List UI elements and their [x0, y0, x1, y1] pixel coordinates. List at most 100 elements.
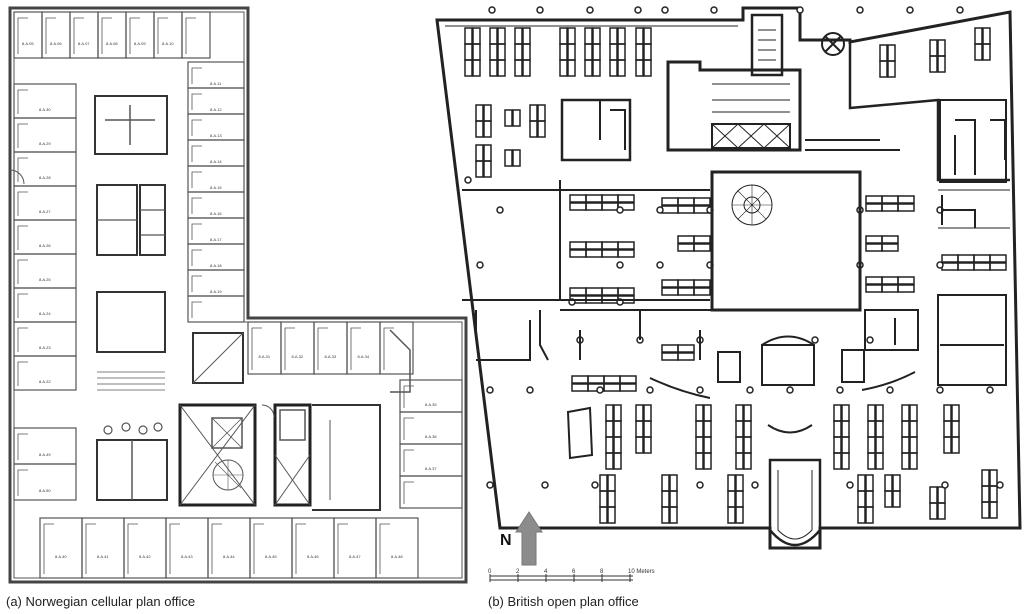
column-marker [696, 386, 704, 394]
room-code: 8.A.18 [210, 263, 222, 268]
room-code: 8.A.34 [358, 354, 370, 359]
office-mid: 8.A.31 [247, 321, 282, 375]
room-code: 8.A.36 [425, 434, 437, 439]
room-code: 8.A.25 [39, 277, 51, 282]
desk-group [833, 404, 850, 470]
desk-group [609, 27, 626, 77]
room-code: 8.A.50 [39, 488, 51, 493]
column-marker [906, 6, 914, 14]
column-marker [866, 336, 874, 344]
desk-group [865, 276, 915, 293]
desk-group [879, 44, 896, 78]
room-code: 8.A.43 [181, 554, 193, 559]
column-marker [486, 386, 494, 394]
room-code: 8.A.27 [39, 209, 51, 214]
room-code: 8.A.07 [78, 41, 90, 46]
room-code: 8.A.31 [259, 354, 271, 359]
desk-group [489, 27, 506, 77]
caption-open-plan: (b) British open plan office [488, 594, 639, 609]
room-code: 8.A.06 [50, 41, 62, 46]
desk-group [569, 194, 635, 211]
desk-group [504, 149, 521, 167]
scale-tick-label: 6 [572, 569, 576, 575]
office-lower-left: 8.A.49 [13, 427, 77, 465]
office-east [187, 295, 245, 323]
desk-group [599, 474, 616, 524]
desk-group [661, 279, 711, 296]
column-marker [656, 261, 664, 269]
room-code: 8.A.17 [210, 237, 222, 242]
column-marker [836, 386, 844, 394]
desk-group [475, 144, 492, 178]
room-code: 8.A.16 [210, 211, 222, 216]
column-marker [646, 386, 654, 394]
office-east: 8.A.14 [187, 139, 245, 167]
column-marker [661, 6, 669, 14]
office-south: 8.A.41 [81, 517, 125, 579]
desk-group [929, 39, 946, 73]
office-far-east: 8.A.36 [399, 411, 463, 445]
room-code: 8.A.08 [106, 41, 118, 46]
office-south: 8.A.42 [123, 517, 167, 579]
room-code: 8.A.41 [97, 554, 109, 559]
desk-group [605, 404, 622, 470]
column-marker [856, 6, 864, 14]
room-code: 8.A.26 [39, 243, 51, 248]
room-code: 8.A.44 [223, 554, 235, 559]
scale-tick-label: 0 [488, 569, 492, 575]
desk-group [727, 474, 744, 524]
desk-group [943, 404, 960, 454]
column-marker [751, 481, 759, 489]
office-west: 8.A.30 [13, 83, 77, 119]
office-east: 8.A.12 [187, 87, 245, 115]
column-marker [786, 386, 794, 394]
column-marker [696, 481, 704, 489]
room-code: 8.A.48 [391, 554, 403, 559]
desk-group [677, 235, 711, 252]
office-east: 8.A.11 [187, 61, 245, 89]
room-code: 8.A.28 [39, 175, 51, 180]
office-far-east [399, 475, 463, 509]
desk-group [695, 404, 712, 470]
desk-group [929, 486, 946, 520]
office-east: 8.A.19 [187, 269, 245, 297]
column-marker [941, 481, 949, 489]
room-code: 8.A.42 [139, 554, 151, 559]
office-north: 8.A.05 [13, 11, 43, 59]
office-mid: 8.A.34 [346, 321, 381, 375]
office-east: 8.A.18 [187, 243, 245, 271]
office-north: 8.A.08 [97, 11, 127, 59]
svg-text:N: N [500, 532, 512, 549]
scale-tick-label: 8 [600, 569, 604, 575]
column-marker [746, 386, 754, 394]
room-code: 8.A.09 [134, 41, 146, 46]
middle-office-row: 8.A.31 8.A.32 8.A.33 8.A.34 [247, 321, 414, 375]
office-west: 8.A.27 [13, 185, 77, 221]
room-code: 8.A.35 [425, 402, 437, 407]
office-east: 8.A.17 [187, 217, 245, 245]
column-marker [996, 481, 1004, 489]
room-code: 8.A.19 [210, 289, 222, 294]
column-marker [591, 481, 599, 489]
column-marker [596, 386, 604, 394]
scale-tick-label: 2 [516, 569, 520, 575]
office-mid: 8.A.32 [280, 321, 315, 375]
office-west: 8.A.25 [13, 253, 77, 289]
office-north: 8.A.09 [125, 11, 155, 59]
desk-group [865, 195, 915, 212]
desk-group [865, 235, 899, 252]
office-mid: 8.A.33 [313, 321, 348, 375]
office-east: 8.A.16 [187, 191, 245, 219]
west-office-column: 8.A.308.A.298.A.288.A.278.A.268.A.258.A.… [13, 83, 77, 501]
desk-group [981, 469, 998, 519]
far-east-office-column: 8.A.358.A.368.A.37 [399, 379, 463, 509]
room-code: 8.A.33 [325, 354, 337, 359]
desk-group [584, 27, 601, 77]
room-code: 8.A.12 [210, 107, 222, 112]
desk-group [529, 104, 546, 138]
office-lower-left: 8.A.50 [13, 463, 77, 501]
desk-group [857, 474, 874, 524]
